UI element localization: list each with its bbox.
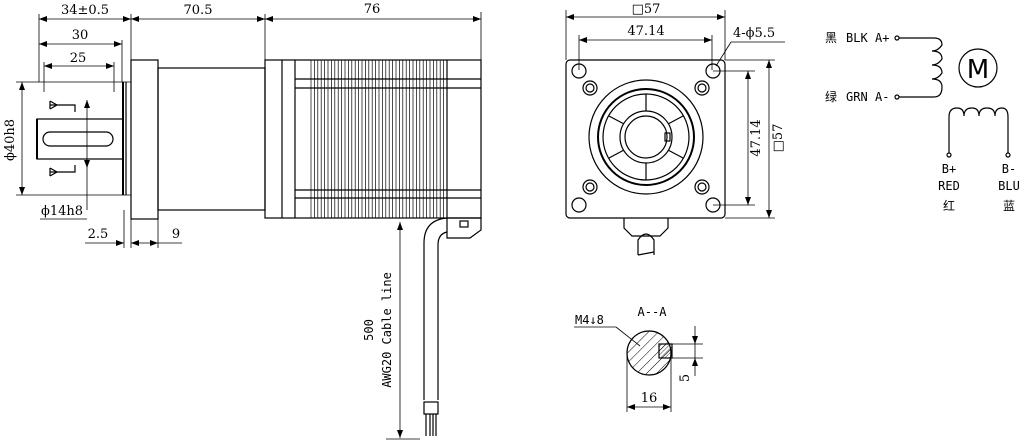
front-plate (565, 59, 726, 219)
motor-symbol (958, 48, 998, 88)
key-section (658, 343, 673, 359)
wire-b-plus-cn: 红 (943, 198, 955, 213)
dim-25: 25 (43, 51, 115, 92)
wire-a-minus-cn: 绿 (825, 89, 837, 104)
wire-a-plus-cn: 黑 (825, 31, 837, 45)
wire-b-plus-color: RED (938, 179, 960, 193)
dim-hole-spacing-h: 47.14 (627, 24, 664, 39)
dim-phi40: ϕ40h8 (3, 81, 131, 196)
dim-gearbox-length: 70.5 (184, 3, 213, 18)
section-view: A--A M4↓8 16 5 (574, 305, 703, 412)
dim-square-height: □57 (771, 124, 786, 153)
dim-square-57: □57 (565, 2, 726, 60)
output-shaft (36, 82, 127, 195)
hex-screws (582, 80, 710, 195)
dim-shaft-30: 30 (72, 28, 89, 43)
coil-a (899, 37, 943, 98)
dim-shaft-length: 34±0.5 (61, 3, 109, 18)
dim-47-14-h: 47.14 (578, 24, 713, 70)
wire-a-plus-color: BLK (846, 31, 868, 45)
dim-square-width: □57 (632, 2, 661, 17)
dim-76: 76 (265, 2, 482, 60)
dim-step-9: 9 (172, 227, 180, 242)
wire-a-minus-pin: A- (875, 90, 889, 104)
wire-a-plus-pin: A+ (875, 31, 889, 45)
motor-symbol-label: M (967, 55, 989, 85)
dim-16: 16 (626, 355, 672, 412)
motor-body (264, 59, 482, 219)
wire-b-minus-cn: 蓝 (1003, 199, 1015, 213)
wire-a-minus-color: GRN (846, 90, 868, 104)
wire-b-minus-pin: B- (1002, 162, 1016, 176)
section-marker-a-bottom (49, 165, 76, 177)
hole-spec: 4-ϕ5.5 (733, 26, 775, 41)
gearbox-flange (130, 59, 266, 220)
wiring-diagram: 黑 BLK A+ 绿 GRN A- M B+ RED 红 B- BLU 蓝 (825, 31, 1020, 213)
dim-47-14-v: 47.14 (713, 70, 764, 206)
cable-length: 500 (362, 319, 376, 341)
center-hub (588, 79, 704, 195)
section-title: A--A (638, 305, 668, 319)
thread-spec: M4↓8 (575, 313, 604, 327)
dim-key-25: 25 (70, 51, 87, 66)
front-view: □57 47.14 4-ϕ5.5 (565, 2, 786, 256)
wire-b-plus-pin: B+ (942, 162, 956, 176)
wire-b-minus-color: BLU (998, 179, 1020, 193)
side-view: 34±0.5 70.5 76 30 25 ϕ40h8 (3, 2, 482, 440)
cooling-fins (310, 60, 448, 218)
dim-2-5-9: 2.5 9 (85, 210, 182, 248)
dim-step-2-5: 2.5 (88, 227, 109, 242)
dim-flange-diameter: ϕ40h8 (3, 119, 18, 161)
dim-key-5: 5 (678, 374, 693, 382)
dim-motor-length: 76 (364, 2, 381, 17)
dim-cable: 500 AWG20 Cable line (362, 222, 420, 440)
section-marker-a-top (49, 100, 76, 112)
front-cable (623, 218, 669, 256)
dim-square-57-v: □57 (725, 59, 786, 219)
dim-30: 30 (39, 28, 123, 82)
dim-phi14: ϕ14h8 (40, 204, 87, 220)
dim-shaft-diameter: ϕ14h8 (41, 204, 83, 219)
dim-hole-spacing-v: 47.14 (749, 119, 764, 156)
cable-label: AWG20 Cable line (380, 272, 394, 388)
dim-width-16: 16 (641, 391, 658, 406)
cable-exit (423, 217, 482, 436)
coil-b (948, 107, 1009, 153)
dim-70-5: 70.5 (131, 3, 266, 60)
hole-leader: 4-ϕ5.5 (715, 26, 785, 67)
dim-5: 5 (672, 326, 703, 382)
